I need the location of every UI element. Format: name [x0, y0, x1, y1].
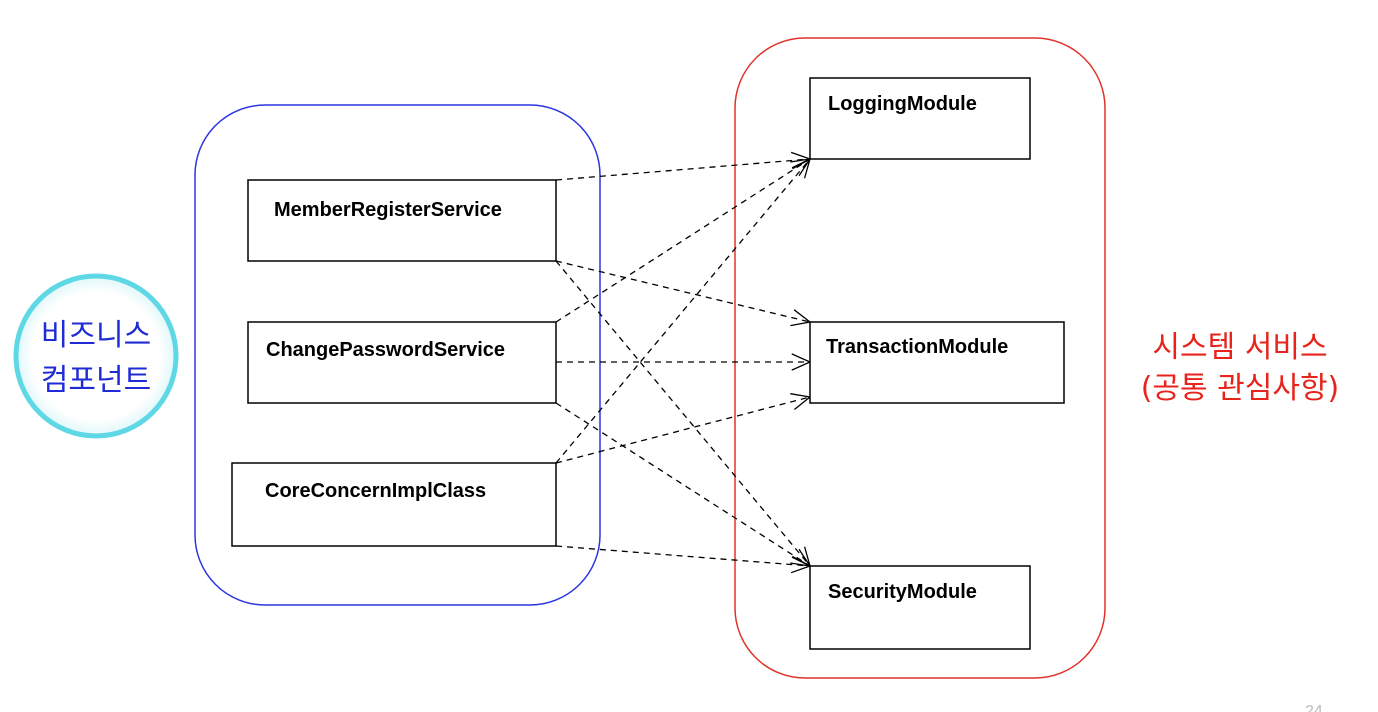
- dependency-arrow: [555, 260, 811, 323]
- module-label: TransactionModule: [826, 336, 1008, 358]
- module-box: [809, 565, 1031, 650]
- module-logging: LoggingModule: [809, 77, 1031, 160]
- system-group-border: [734, 37, 1106, 679]
- business-group-label-line-1: 비즈니스: [41, 318, 151, 353]
- dependency-arrow: [555, 260, 811, 567]
- module-label: LoggingModule: [828, 93, 977, 115]
- page-number: 24: [1305, 703, 1323, 712]
- dependency-arrow: [555, 158, 811, 181]
- component-label: ChangePasswordService: [266, 339, 505, 361]
- module-box: [809, 321, 1065, 404]
- dependency-lines: [555, 151, 812, 574]
- component-core-concern-impl-class: CoreConcernImplClass: [231, 462, 557, 547]
- dependency-arrow: [555, 158, 811, 464]
- component-member-register-service: MemberRegisterService: [247, 179, 557, 262]
- module-label: SecurityModule: [828, 581, 977, 603]
- component-change-password-service: ChangePasswordService: [247, 321, 557, 404]
- module-box: [809, 77, 1031, 160]
- component-box: [231, 462, 557, 547]
- business-group-border: [194, 104, 601, 606]
- system-group-label-line-2: (공통 관심사항): [1141, 371, 1340, 406]
- dependency-arrow: [555, 396, 811, 464]
- business-badge: [13, 273, 179, 439]
- module-security: SecurityModule: [809, 565, 1031, 650]
- component-box: [247, 179, 557, 262]
- component-label: MemberRegisterService: [274, 199, 502, 221]
- component-label: CoreConcernImplClass: [265, 480, 486, 502]
- system-group-label-line-1: 시스템 서비스: [1152, 330, 1327, 365]
- dependency-arrow: [555, 158, 811, 323]
- module-transaction: TransactionModule: [809, 321, 1065, 404]
- dependency-arrow: [555, 545, 811, 567]
- business-group-label-line-2: 컴포넌트: [41, 363, 151, 398]
- component-box: [247, 321, 557, 404]
- dependency-arrow: [555, 402, 811, 567]
